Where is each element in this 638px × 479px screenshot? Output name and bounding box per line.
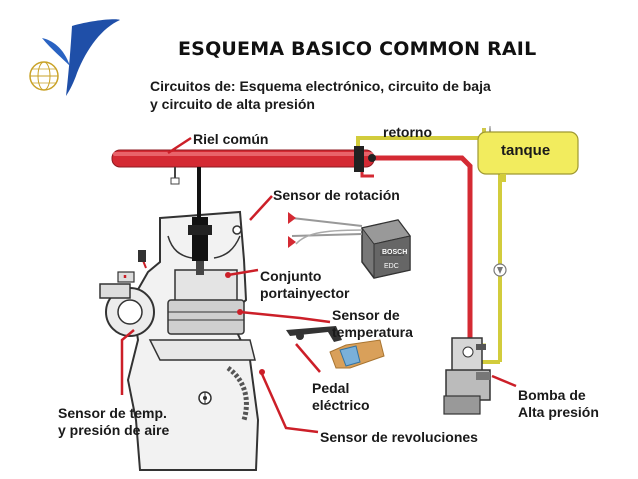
leader-injector — [227, 268, 259, 277]
label-pedal: Pedal eléctrico — [312, 380, 370, 413]
label-rail: Riel común — [193, 131, 269, 147]
page-title: ESQUEMA BASICO COMMON RAIL — [178, 38, 537, 60]
leader-dots — [225, 272, 265, 375]
ecu-model: EDC — [384, 263, 399, 270]
label-return: retorno — [383, 124, 432, 140]
fuel-tank — [477, 125, 579, 182]
leader-lines — [120, 136, 517, 434]
page-subtitle: Circuitos de: Esquema electrónico, circu… — [150, 78, 491, 112]
injector — [188, 217, 242, 275]
turbocharger — [99, 271, 155, 337]
leader-pump — [491, 374, 517, 388]
label-rev-sensor: Sensor de revoluciones — [320, 429, 478, 445]
high-pressure-line — [372, 155, 473, 340]
label-temp-sensor: Sensor de temperatura — [332, 307, 413, 340]
ecu-unit: BOSCH EDC — [288, 212, 411, 279]
boost-sensor — [138, 250, 146, 262]
leader-rotation-sensor — [249, 195, 273, 221]
label-injector: Conjunto portainyector — [260, 268, 350, 301]
common-rail — [111, 146, 376, 218]
label-pump: Bomba de Alta presión — [518, 387, 599, 420]
label-rotation-sensor: Sensor de rotación — [273, 187, 400, 203]
leader-rail — [167, 136, 192, 155]
leader-air-sensor — [120, 329, 135, 395]
company-logo-icon — [29, 19, 120, 96]
electric-pedal — [286, 326, 385, 369]
leader-pedal — [295, 343, 321, 373]
high-pressure-pump — [443, 337, 491, 415]
ecu-brand: BOSCH — [382, 249, 407, 256]
label-air-sensor: Sensor de temp. y presión de aire — [58, 405, 170, 438]
leader-temp-sensor — [239, 310, 331, 324]
leader-rev-sensor — [260, 373, 319, 434]
label-tank: tanque — [501, 142, 551, 159]
